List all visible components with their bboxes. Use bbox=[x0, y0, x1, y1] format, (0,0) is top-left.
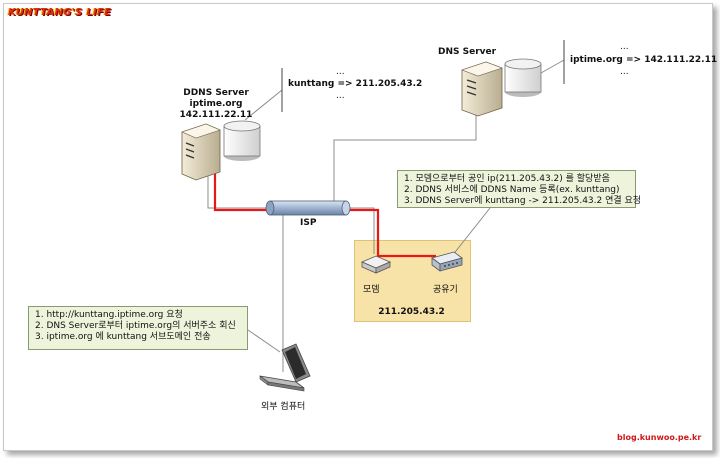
router-step-1: 1. 모뎀으로부터 공인 ip(211.205.43.2) 를 할당받음 bbox=[404, 174, 610, 184]
dns-server-icon bbox=[461, 58, 542, 117]
router-step-3: 3. DDNS Server에 kunttang -> 211.205.43.2… bbox=[404, 196, 642, 206]
router-label: 공유기 bbox=[433, 285, 458, 295]
modem-icon bbox=[360, 255, 392, 274]
ddns-record-bottom: ... bbox=[336, 91, 345, 101]
brand-logo: KUNTTANG'S LIFE bbox=[8, 7, 112, 18]
ddns-server-icon bbox=[181, 120, 261, 181]
ddns-record-main: kunttang => 211.205.43.2 bbox=[288, 79, 423, 89]
link-ddns-isp bbox=[207, 162, 268, 209]
modem-label: 모뎀 bbox=[363, 285, 380, 295]
laptop-icon bbox=[259, 343, 311, 392]
dns-record-main: iptime.org => 142.111.22.11 bbox=[570, 55, 718, 65]
client-steps-note: 1. http://kunttang.iptime.org 요청 2. DNS … bbox=[28, 306, 248, 350]
blog-url: blog.kunwoo.pe.kr bbox=[617, 433, 702, 442]
router-step-2: 2. DDNS 서비스에 DDNS Name 등록(ex. kunttang) bbox=[404, 185, 620, 195]
isp-tube bbox=[265, 200, 351, 216]
dns-record-top: ... bbox=[620, 42, 629, 52]
ddns-record-top: ... bbox=[336, 67, 345, 77]
request-route bbox=[213, 162, 436, 258]
router-steps-note: 1. 모뎀으로부터 공인 ip(211.205.43.2) 를 할당받음 2. … bbox=[397, 170, 642, 208]
link-isp-modem bbox=[346, 207, 375, 254]
callout-client-note bbox=[247, 329, 281, 353]
ddns-server-ip: 142.111.22.11 bbox=[179, 110, 253, 120]
dns-server-title: DNS Server bbox=[438, 47, 497, 57]
router-icon bbox=[431, 251, 463, 272]
diagram-frame bbox=[3, 3, 713, 451]
client-step-3: 3. iptime.org 에 kunttang 서브도메인 전송 bbox=[35, 332, 211, 342]
external-computer-label: 외부 컴퓨터 bbox=[261, 402, 306, 412]
dns-record-bottom: ... bbox=[620, 67, 629, 77]
callout-ddns-records bbox=[244, 89, 283, 121]
callout-router-note bbox=[451, 207, 491, 257]
ddns-server-host: iptime.org bbox=[189, 99, 243, 109]
isp-label: ISP bbox=[300, 218, 317, 228]
home-network-ip: 211.205.43.2 bbox=[378, 307, 445, 317]
network-links bbox=[207, 59, 565, 372]
ddns-server-title: DDNS Server bbox=[183, 88, 249, 98]
client-step-2: 2. DNS Server로부터 iptime.org의 서버주소 회신 bbox=[35, 321, 236, 331]
link-dns-isp bbox=[333, 100, 477, 201]
client-step-1: 1. http://kunttang.iptime.org 요청 bbox=[35, 310, 183, 320]
